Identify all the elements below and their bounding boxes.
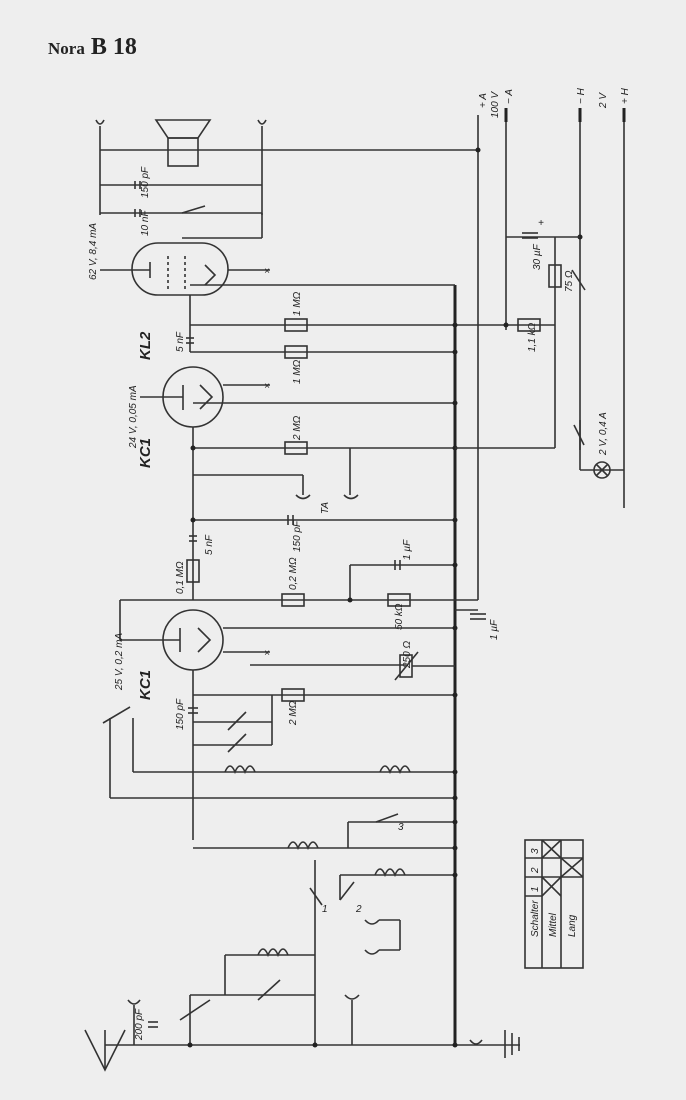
- speaker-icon: [154, 119, 212, 167]
- switch-table-col-3: 3: [530, 848, 541, 854]
- label-2mohm-a: 2 MΩ: [292, 415, 303, 441]
- coil-e: [257, 948, 289, 958]
- output-jack-left: [95, 119, 105, 125]
- label-50kohm: 50 kΩ: [394, 603, 405, 630]
- power-switch: [573, 424, 585, 446]
- label-kc1-upper-rating: 24 V, 0,05 mA: [128, 385, 139, 449]
- label-100v: 100 V: [490, 91, 501, 118]
- switch-table-row-1: Lang: [567, 914, 578, 937]
- label-150pf-top: 150 pF: [140, 166, 151, 198]
- coil-b: [379, 765, 411, 775]
- junction-dots: [187, 147, 583, 1048]
- antenna-icon: [84, 1029, 126, 1072]
- label-30uf: 30 µF: [532, 243, 543, 270]
- label-10nf: 10 nF: [140, 210, 151, 236]
- lamp-icon: [593, 461, 611, 479]
- label-minus-a: − A: [504, 89, 515, 104]
- ground-icon: [504, 1030, 520, 1058]
- coil-a: [224, 765, 256, 775]
- switch-table-col-1: 1: [530, 886, 541, 892]
- label-switch-2: 2: [355, 904, 362, 915]
- label-5nf-a: 5 nF: [175, 331, 186, 352]
- label-minus-h: − H: [576, 87, 587, 104]
- switch-1: [309, 887, 323, 906]
- label-1mohm-b: 1 MΩ: [292, 359, 303, 384]
- label-75ohm: 75 Ω: [564, 270, 575, 292]
- label-200pf: 200 pF: [134, 1008, 145, 1041]
- label-2mohm-b: 2 MΩ: [288, 700, 299, 726]
- tuning-cap: [179, 999, 211, 1021]
- svg-text:×: ×: [264, 266, 270, 277]
- switch-table-header: Schalter: [530, 900, 541, 937]
- svg-text:×: ×: [264, 648, 270, 659]
- diagram-title: Nora B 18: [48, 34, 137, 61]
- label-150pf-mid: 150 pF: [292, 520, 303, 552]
- label-kc1-lower: KC1: [137, 670, 154, 700]
- label-plus: +: [538, 218, 544, 229]
- tone-switch: [181, 205, 206, 214]
- label-1uf-a: 1 µF: [402, 539, 413, 560]
- title-brand: Nora: [48, 39, 85, 58]
- output-jack-right: [257, 119, 267, 125]
- label-kl2-rating: 62 V, 8,4 mA: [88, 223, 99, 280]
- label-lamp: 2 V, 0,4 A: [598, 412, 609, 456]
- label-switch-1: 1: [322, 904, 328, 915]
- kl2-tube: [131, 242, 229, 296]
- switch-table-col-2: 2: [530, 867, 541, 874]
- ta-jack-right: [343, 494, 359, 500]
- coil-d: [374, 868, 406, 878]
- ta-jack-left: [295, 494, 311, 500]
- label-kl2: KL2: [137, 331, 154, 360]
- label-150pf-low: 150 pF: [175, 698, 186, 730]
- switch-table-row-0: Mittel: [548, 912, 559, 937]
- table-mark-mittel-1: [541, 876, 562, 897]
- label-1mohm-a: 1 MΩ: [292, 291, 303, 316]
- label-5nf-b: 5 nF: [204, 534, 215, 555]
- label-kc1-upper: KC1: [137, 438, 154, 468]
- table-mark-lang-2: [560, 857, 584, 878]
- title-model: B 18: [90, 34, 137, 60]
- svg-text:×: ×: [264, 381, 270, 392]
- table-mark-mittel-3: [541, 839, 562, 859]
- label-kc1-lower-rating: 25 V, 0,2 mA: [114, 633, 125, 691]
- label-2v: 2 V: [598, 92, 609, 109]
- switch-2: [339, 881, 355, 901]
- label-switch-3: 3: [398, 822, 404, 833]
- label-1uf-b: 1 µF: [489, 619, 500, 640]
- switch-table: Schalter Mittel Lang 3 2 1: [524, 839, 584, 969]
- label-ta: TA: [320, 502, 331, 514]
- label-0-2mohm: 0,2 MΩ: [288, 557, 299, 590]
- label-plus-h: + H: [620, 87, 631, 104]
- switch-3: [375, 813, 399, 823]
- coil-c: [287, 841, 319, 851]
- label-plus-a: + A: [478, 93, 489, 108]
- label-0-1mohm: 0,1 MΩ: [175, 561, 186, 594]
- label-250ohm: 250 Ω: [402, 641, 413, 669]
- label-1-1kohm: 1,1 kΩ: [527, 322, 538, 352]
